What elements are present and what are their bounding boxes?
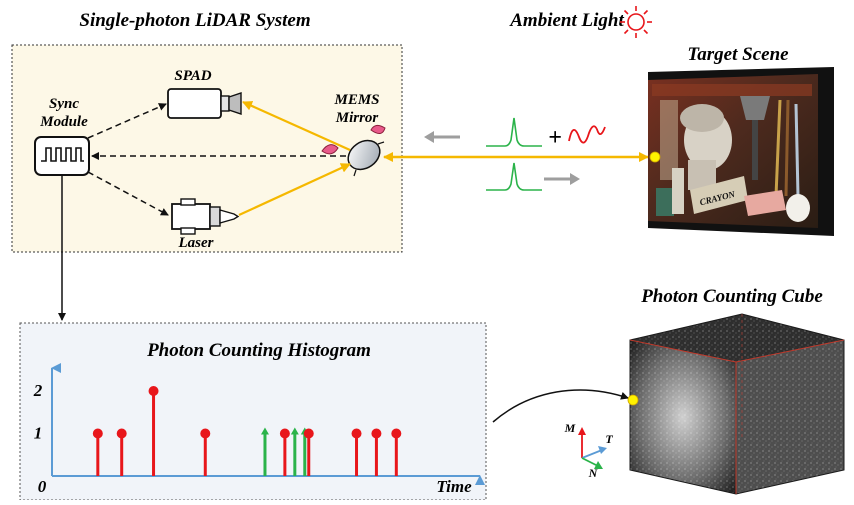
laser-to-mirror-beam <box>238 163 351 216</box>
mirror-to-spad-beam <box>242 100 351 152</box>
target-scene-title: Target Scene <box>687 44 789 65</box>
cube-scan-point <box>627 394 639 406</box>
noise-photon-marker <box>116 428 127 439</box>
noise-photon-marker <box>303 428 314 439</box>
noise-photon-marker <box>279 428 290 439</box>
noise-photon-marker <box>391 428 402 439</box>
lidar-system-title: Single-photon LiDAR System <box>79 10 310 31</box>
outgoing-direction-arrow <box>544 173 580 185</box>
noise-photon-marker <box>92 428 103 439</box>
noise-photon-marker <box>148 386 159 396</box>
mems-mirror-icon <box>321 124 386 177</box>
sun-icon <box>620 6 652 38</box>
histogram-y-tick-label: 1 <box>34 424 43 443</box>
returned-signal-pulse <box>486 117 542 147</box>
histogram-plot: 1 2 0 Time <box>33 363 485 496</box>
plus-sign: + <box>548 125 562 151</box>
spad-label: SPAD <box>174 68 211 84</box>
mems-label-line2: Mirror <box>335 110 379 126</box>
laser-icon <box>171 198 240 235</box>
histogram-x-axis-label: Time <box>436 477 472 496</box>
sync-to-spad-link <box>87 103 167 139</box>
ambient-light-label: Ambient Light <box>509 10 624 31</box>
histogram-y-tick-label: 2 <box>33 381 43 400</box>
ambient-noise-wave <box>568 125 606 144</box>
scene-scan-point <box>649 151 661 163</box>
photon-counting-cube <box>629 313 845 495</box>
emitted-signal-pulse <box>486 162 542 191</box>
noise-photon-marker <box>351 428 362 439</box>
sync-module-label-line2: Module <box>39 114 88 130</box>
signal-photon-marker <box>260 427 269 435</box>
cube-axes-icon <box>578 427 607 469</box>
sync-to-laser-link <box>87 171 169 216</box>
noise-photon-marker <box>371 428 382 439</box>
histogram-origin-label: 0 <box>38 477 47 496</box>
spad-icon <box>167 88 242 119</box>
histogram-to-cube-arrow <box>492 389 629 423</box>
photon-cube-title: Photon Counting Cube <box>640 286 823 307</box>
noise-photon-marker <box>200 428 211 439</box>
sync-module-icon <box>34 136 90 176</box>
histogram-title: Photon Counting Histogram <box>146 340 371 361</box>
cube-axis-t-label: T <box>605 432 613 446</box>
return-direction-arrow <box>424 131 460 143</box>
target-scene-image: CRAYON <box>648 67 834 236</box>
signal-photon-marker <box>290 427 299 435</box>
cube-axis-m-label: M <box>564 421 576 435</box>
cube-axis-n-label: N <box>588 466 599 480</box>
laser-label: Laser <box>178 235 214 251</box>
sync-module-label-line1: Sync <box>49 96 79 112</box>
mems-label-line1: MEMS <box>333 92 379 108</box>
